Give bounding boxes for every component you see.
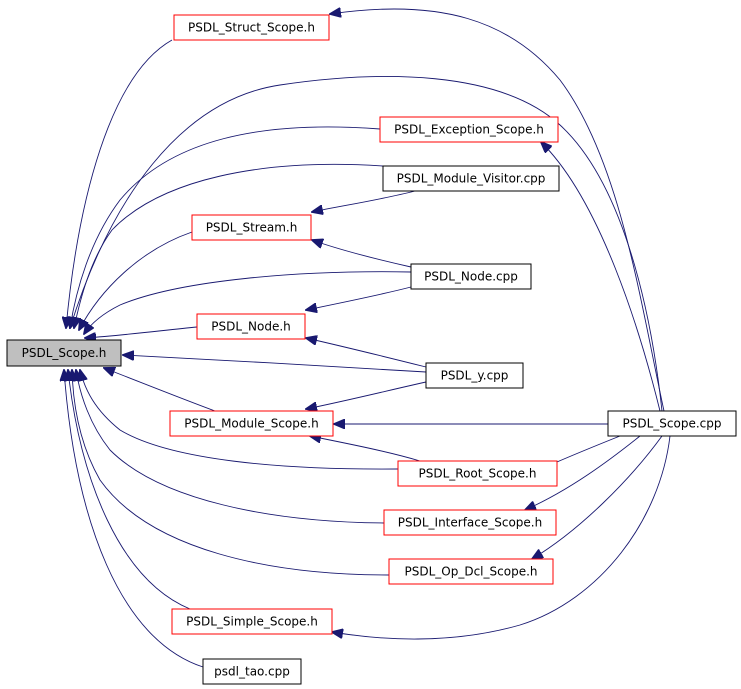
node-box xyxy=(410,263,532,290)
edge-psdl_scope_cpp-to-psdl_simple_scope_h xyxy=(332,435,671,640)
edge-psdl_y_cpp-to-psdl_scope_h xyxy=(123,355,427,373)
node-psdl_interface_scope_h[interactable]: PSDL_Interface_Scope.h xyxy=(383,509,557,536)
node-box xyxy=(191,214,312,241)
edge-psdl_scope_cpp-to-psdl_struct_scope_h xyxy=(330,9,665,412)
nodes-layer: PSDL_Scope.h PSDL_Struct_Scope.hPSDL_Exce… xyxy=(6,14,737,685)
node-label: PSDL_Root_Scope.h xyxy=(419,467,537,481)
node-label: PSDL_Node.cpp xyxy=(424,270,518,284)
node-box xyxy=(382,165,560,192)
node-label: psdl_tao.cpp xyxy=(214,665,290,679)
edge-psdl_module_visitor_cpp-to-psdl_stream_h xyxy=(312,190,416,212)
node-psdl_scope_h[interactable]: PSDL_Scope.h xyxy=(6,339,122,367)
edge-psdl_scope_cpp-to-psdl_op_dcl_scope_h xyxy=(532,435,663,559)
node-psdl_y_cpp[interactable]: PSDL_y.cpp xyxy=(425,362,524,389)
node-psdl_tao_cpp[interactable]: psdl_tao.cpp xyxy=(202,658,302,685)
node-label: PSDL_Simple_Scope.h xyxy=(186,615,318,629)
edge-psdl_module_scope_h-to-psdl_scope_h xyxy=(104,368,216,412)
edge-psdl_scope_cpp-to-psdl_exception_scope_h xyxy=(541,142,661,412)
edge-psdl_stream_h-to-psdl_scope_h xyxy=(79,231,193,330)
edge-psdl_op_dcl_scope_h-to-psdl_scope_h xyxy=(72,370,390,576)
node-box xyxy=(607,410,737,437)
edge-psdl_root_scope_h-to-psdl_scope_h xyxy=(80,370,399,470)
node-box xyxy=(383,509,557,536)
node-label: PSDL_Struct_Scope.h xyxy=(188,21,315,35)
node-box xyxy=(173,14,330,41)
edges-layer xyxy=(64,9,671,668)
node-psdl_simple_scope_h[interactable]: PSDL_Simple_Scope.h xyxy=(171,608,333,635)
edge-psdl_tao_cpp-to-psdl_scope_h xyxy=(64,370,204,668)
node-box xyxy=(425,362,524,389)
node-box xyxy=(397,460,558,487)
edge-psdl_root_scope_h-to-psdl_module_scope_h xyxy=(310,436,421,462)
node-label: PSDL_Interface_Scope.h xyxy=(398,516,542,530)
node-psdl_op_dcl_scope_h[interactable]: PSDL_Op_Dcl_Scope.h xyxy=(388,558,554,585)
node-psdl_exception_scope_h[interactable]: PSDL_Exception_Scope.h xyxy=(379,116,559,143)
node-label: PSDL_Op_Dcl_Scope.h xyxy=(405,565,538,579)
edge-psdl_node_cpp-to-psdl_scope_h xyxy=(84,271,412,334)
node-label: PSDL_Scope.h xyxy=(22,346,107,360)
edge-psdl_node_h-to-psdl_scope_h xyxy=(85,326,198,338)
node-box xyxy=(169,410,334,437)
edge-psdl_interface_scope_h-to-psdl_scope_h xyxy=(76,370,385,524)
node-label: PSDL_Node.h xyxy=(211,320,291,334)
edge-psdl_simple_scope_h-to-psdl_scope_h xyxy=(68,370,191,610)
node-psdl_module_scope_h[interactable]: PSDL_Module_Scope.h xyxy=(169,410,334,437)
edge-psdl_node_cpp-to-psdl_node_h xyxy=(306,286,412,310)
node-label: PSDL_Exception_Scope.h xyxy=(394,123,544,137)
node-psdl_module_visitor_cpp[interactable]: PSDL_Module_Visitor.cpp xyxy=(382,165,560,192)
edge-psdl_y_cpp-to-psdl_module_scope_h xyxy=(306,381,427,409)
edge-psdl_node_cpp-to-psdl_stream_h xyxy=(312,240,412,268)
edge-psdl_scope_cpp-to-psdl_scope_h xyxy=(70,76,663,412)
node-box xyxy=(202,658,302,685)
node-psdl_node_h[interactable]: PSDL_Node.h xyxy=(196,313,306,340)
edge-psdl_scope_cpp-to-psdl_interface_scope_h xyxy=(525,435,641,510)
node-label: PSDL_Stream.h xyxy=(206,221,298,235)
node-psdl_stream_h[interactable]: PSDL_Stream.h xyxy=(191,214,312,241)
edge-psdl_y_cpp-to-psdl_node_h xyxy=(306,338,427,368)
node-label: PSDL_Module_Scope.h xyxy=(184,417,318,431)
edge-psdl_struct_scope_h-to-psdl_scope_h xyxy=(66,39,173,328)
node-box xyxy=(388,558,554,585)
node-psdl_root_scope_h[interactable]: PSDL_Root_Scope.h xyxy=(397,460,558,487)
node-box xyxy=(171,608,333,635)
node-label: PSDL_Scope.cpp xyxy=(623,417,722,431)
node-box xyxy=(6,339,122,367)
node-psdl_scope_cpp[interactable]: PSDL_Scope.cpp xyxy=(607,410,737,437)
node-box xyxy=(379,116,559,143)
node-psdl_node_cpp[interactable]: PSDL_Node.cpp xyxy=(410,263,532,290)
edge-psdl_module_visitor_cpp-to-psdl_scope_h xyxy=(74,163,384,328)
node-label: PSDL_Module_Visitor.cpp xyxy=(397,172,546,186)
node-label: PSDL_y.cpp xyxy=(441,369,509,383)
node-psdl_struct_scope_h[interactable]: PSDL_Struct_Scope.h xyxy=(173,14,330,41)
node-box xyxy=(196,313,306,340)
edge-psdl_exception_scope_h-to-psdl_scope_h xyxy=(70,126,381,328)
